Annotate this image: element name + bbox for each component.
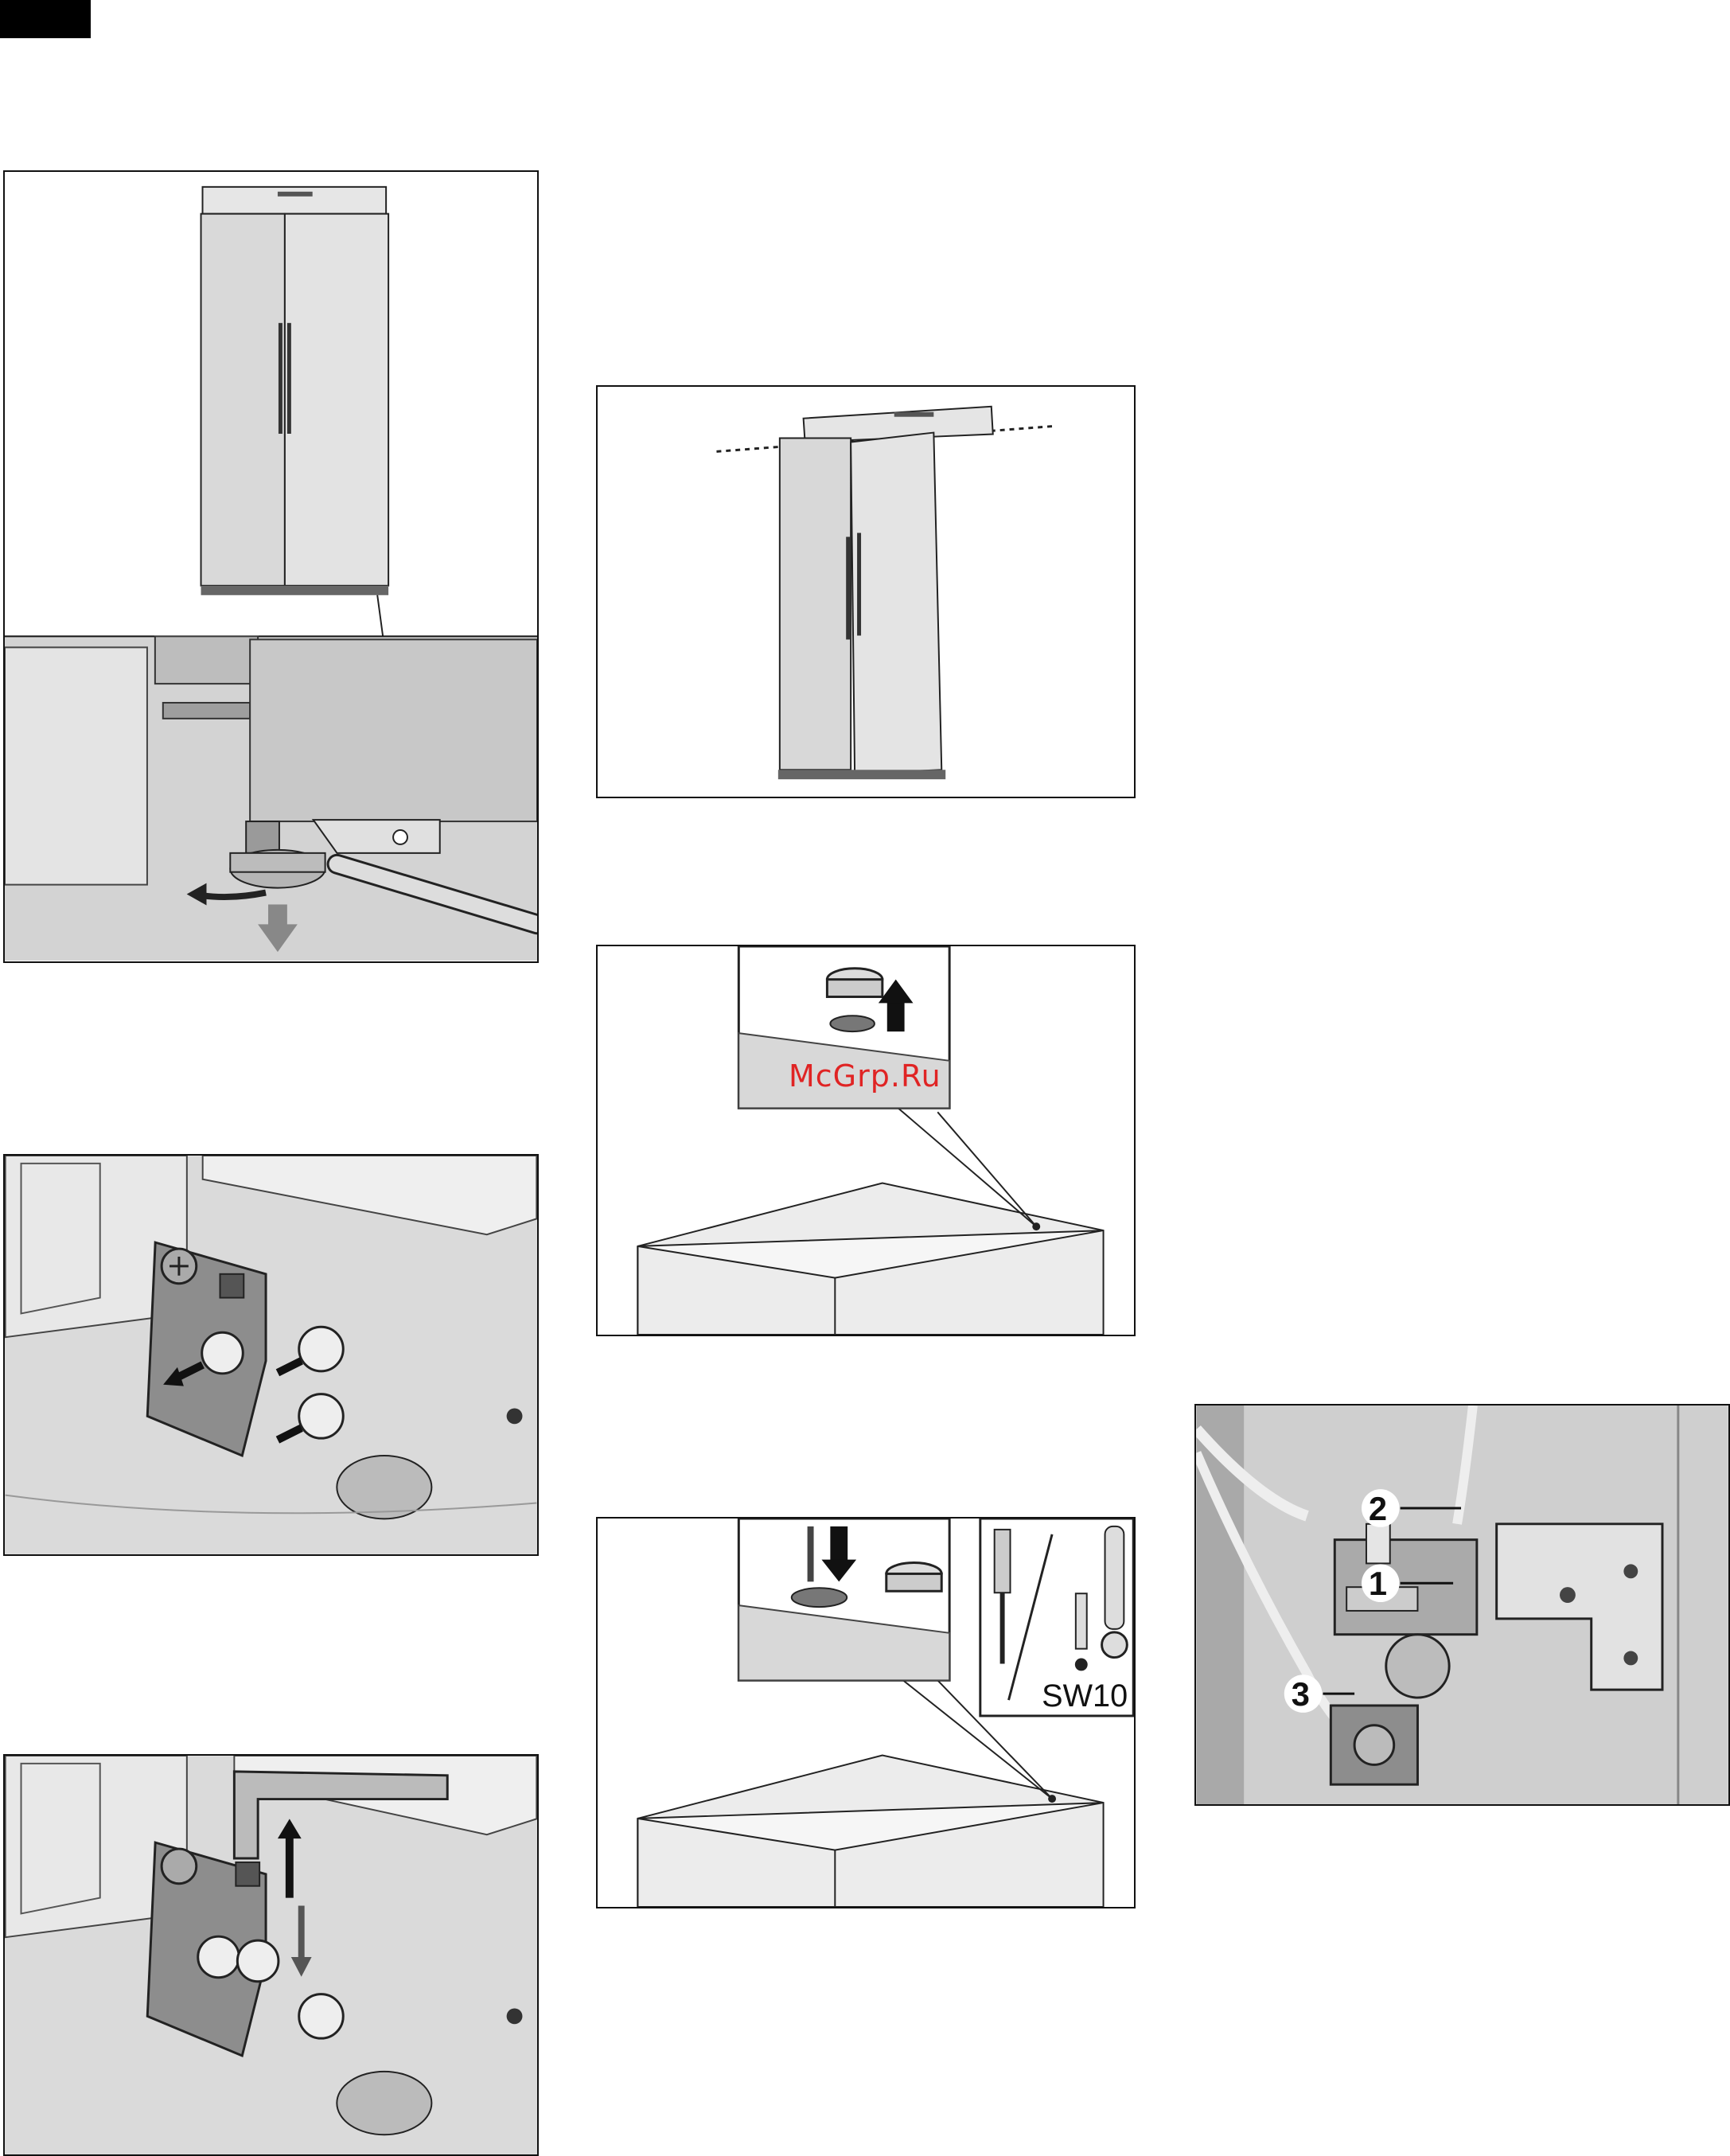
page-corner-tab bbox=[0, 0, 91, 38]
water-valve-illustration: 2 1 3 bbox=[1196, 1405, 1728, 1804]
top-cap-insert-panel: SW10 bbox=[596, 1517, 1136, 1908]
callout-2: 2 bbox=[1369, 1490, 1387, 1527]
water-valve-panel: 2 1 3 bbox=[1194, 1404, 1730, 1806]
hinge-screws-panel bbox=[3, 1154, 539, 1556]
watermark-text: McGrp.Ru bbox=[789, 1059, 941, 1094]
top-cap-insert-illustration: SW10 bbox=[598, 1519, 1134, 1907]
tool-size-label: SW10 bbox=[1042, 1678, 1128, 1713]
fridge-foot-illustration bbox=[5, 172, 537, 961]
hinge-screws-illustration bbox=[5, 1156, 537, 1554]
callout-1: 1 bbox=[1369, 1565, 1387, 1602]
top-cap-remove-illustration bbox=[598, 946, 1134, 1335]
fridge-front-foot-panel bbox=[3, 170, 539, 963]
hinge-adjust-panel bbox=[3, 1754, 539, 2156]
door-alignment-panel bbox=[596, 385, 1136, 798]
top-cap-remove-panel bbox=[596, 945, 1136, 1336]
hinge-adjust-illustration bbox=[5, 1756, 537, 2154]
door-alignment-illustration bbox=[598, 387, 1134, 797]
callout-3: 3 bbox=[1292, 1675, 1310, 1713]
